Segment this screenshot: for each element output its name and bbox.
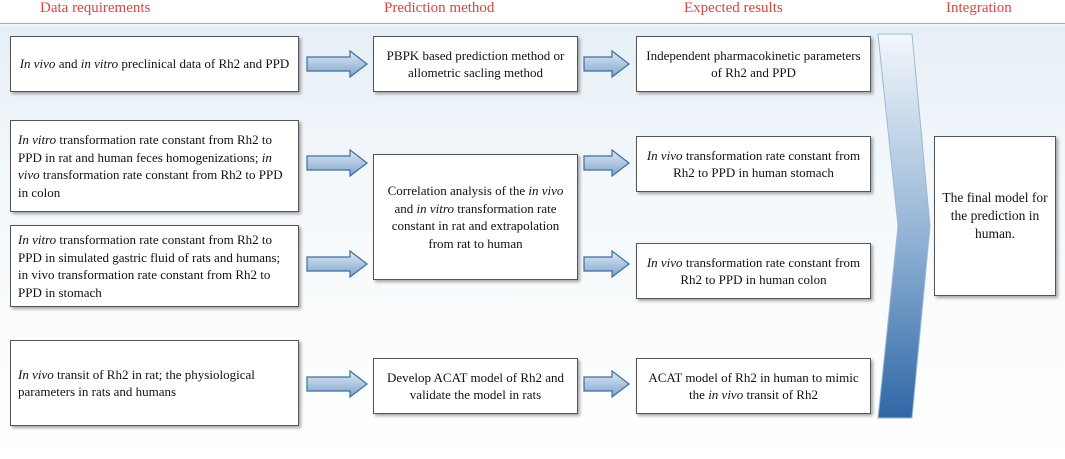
arrow-method1-result1	[583, 49, 630, 79]
integration-chevron	[877, 33, 931, 419]
arrow-method3-result4	[583, 369, 630, 399]
header-prediction-method: Prediction method	[384, 0, 495, 16]
header-integration: Integration	[946, 0, 1012, 16]
arrow-data3-method2	[306, 249, 368, 279]
arrow-data2-method2	[306, 148, 368, 178]
arrow-data4-method3	[306, 369, 368, 399]
arrow-data1-method1	[306, 49, 368, 79]
header-divider	[0, 23, 1065, 24]
data-box-preclinical: In vivo and in vitro preclinical data of…	[10, 36, 299, 92]
result-box-colon-rate: In vivo transformation rate constant fro…	[636, 243, 871, 299]
arrow-method2-result3	[583, 249, 630, 279]
result-box-acat-human: ACAT model of Rh2 in human to mimic the …	[636, 358, 871, 414]
method-box-correlation: Correlation analysis of the in vivo and …	[373, 154, 578, 280]
header-expected-results: Expected results	[684, 0, 783, 16]
method-box-pbpk: PBPK based prediction method or allometr…	[373, 36, 578, 92]
integration-box-final-model: The final model for the prediction in hu…	[934, 136, 1056, 296]
method-box-acat: Develop ACAT model of Rh2 and validate t…	[373, 358, 578, 414]
result-box-stomach-rate: In vivo transformation rate constant fro…	[636, 136, 871, 192]
arrow-method2-result2	[583, 148, 630, 178]
data-box-gastric-transformation: In vitro transformation rate constant fr…	[10, 225, 299, 307]
header-data-requirements: Data requirements	[40, 0, 151, 16]
data-box-feces-transformation: In vitro transformation rate constant fr…	[10, 120, 299, 212]
result-box-pk-parameters: Independent pharmacokinetic parameters o…	[636, 36, 871, 92]
data-box-transit: In vivo transit of Rh2 in rat; the physi…	[10, 340, 299, 426]
